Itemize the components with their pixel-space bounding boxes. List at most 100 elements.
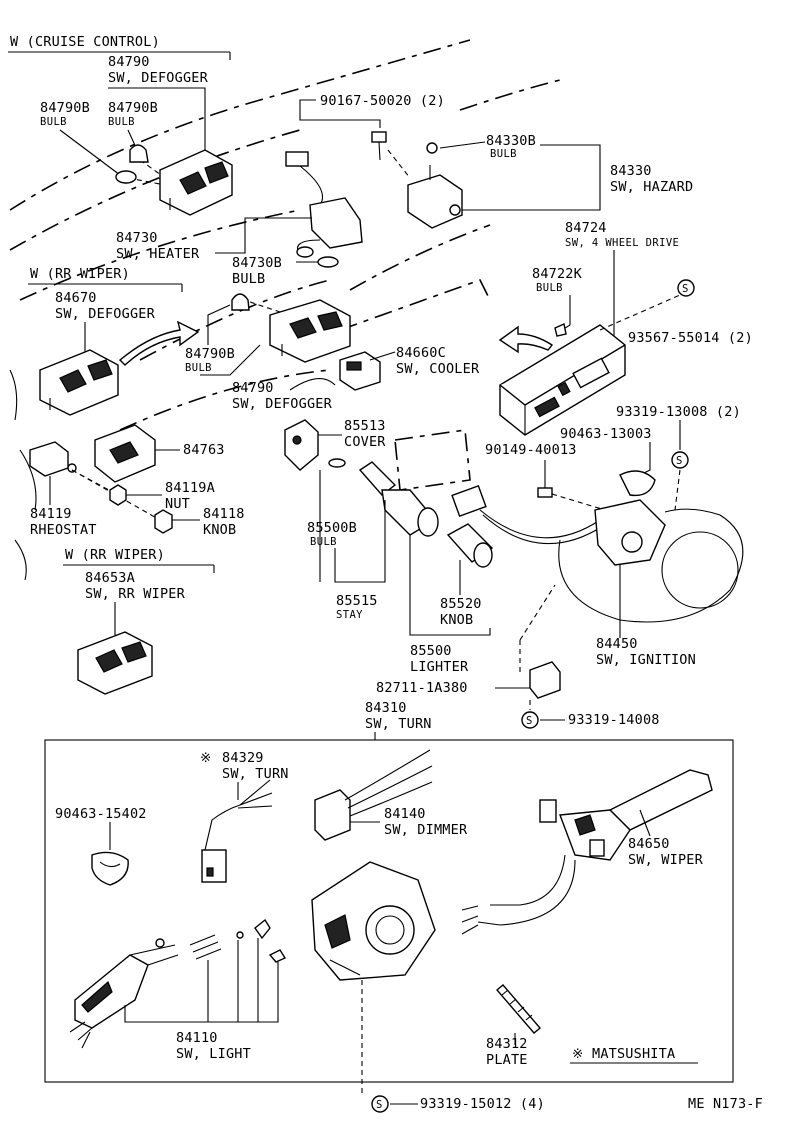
part-84790-switch-top — [159, 149, 233, 216]
label-84790b-c: 84790B — [185, 346, 235, 362]
part-90463-clamp — [619, 470, 656, 497]
label-84329: 84329 — [222, 750, 264, 766]
s-symbol-13008: S — [676, 455, 683, 467]
part-84763-bracket — [94, 424, 156, 483]
label-rheostat: RHEOSTAT — [30, 522, 97, 538]
label-84670-name: SW, DEFOGGER — [55, 306, 156, 322]
label-84119: 84119 — [30, 506, 72, 522]
label-84310-name: SW, TURN — [365, 716, 432, 732]
label-plate: PLATE — [486, 1052, 528, 1068]
label-84650-name: SW, WIPER — [628, 852, 704, 868]
label-matsushita: MATSUSHITA — [592, 1046, 675, 1062]
label-84110-name: SW, LIGHT — [176, 1046, 251, 1062]
label-bulb-84730b: BULB — [232, 271, 265, 287]
label-84790-b: 84790 — [232, 380, 274, 396]
label-bulb-a: BULB — [40, 116, 67, 128]
part-84790b-bulb-c — [231, 293, 250, 311]
arrow-left-panel — [118, 320, 200, 366]
part-85515-stay — [358, 461, 439, 537]
part-84312-plate — [496, 984, 541, 1034]
arrow-right-panel — [498, 325, 554, 354]
label-nut: NUT — [165, 496, 190, 512]
label-90149: 90149-40013 — [485, 442, 577, 458]
part-84110-light-switch — [69, 918, 287, 1049]
part-84329-turn-harness — [201, 779, 273, 883]
label-84310: 84310 — [365, 700, 407, 716]
label-84450-name: SW, IGNITION — [596, 652, 696, 668]
label-bulb-84330b: BULB — [490, 148, 517, 160]
label-85520: 85520 — [440, 596, 482, 612]
label-93319-15012: 93319-15012 (4) — [420, 1096, 545, 1112]
label-93319-14008: 93319-14008 — [568, 712, 660, 728]
asterisk-matsushita: ※ — [572, 1046, 584, 1062]
label-85513: 85513 — [344, 418, 386, 434]
part-84118-knob — [154, 509, 173, 534]
label-84110: 84110 — [176, 1030, 218, 1046]
part-84140-dimmer — [314, 749, 433, 841]
part-84310-turn-switch-body — [311, 861, 436, 981]
label-84119a: 84119A — [165, 480, 215, 496]
part-84730b-bulb — [317, 256, 339, 268]
part-84119-rheostat — [29, 441, 77, 477]
label-84670: 84670 — [55, 290, 97, 306]
combination-switch-box — [44, 739, 734, 1083]
label-84653a: 84653A — [85, 570, 135, 586]
part-84724-4wd-switch — [499, 324, 626, 436]
label-90463-15402: 90463-15402 — [55, 806, 147, 822]
part-84790b-bulb-b — [129, 144, 149, 163]
label-82711: 82711-1A380 — [376, 680, 468, 696]
s-symbol-15012: S — [376, 1099, 383, 1111]
label-84330b: 84330B — [486, 133, 536, 149]
part-90149-screw — [537, 487, 553, 498]
part-84670-switch — [39, 349, 119, 416]
label-84722k: 84722K — [532, 266, 583, 282]
part-90167-screw — [371, 131, 387, 161]
s-mark-93319-15012: S — [371, 1095, 389, 1113]
label-85515: 85515 — [336, 593, 378, 609]
label-85513-cover: COVER — [344, 434, 386, 450]
label-84660c: 84660C — [396, 345, 446, 361]
part-84730-harness — [285, 151, 363, 258]
label-84312: 84312 — [486, 1036, 528, 1052]
part-84653a-switch — [77, 631, 153, 695]
label-bulb-84722k: BULB — [536, 282, 563, 294]
label-85500-lighter: LIGHTER — [410, 659, 469, 675]
label-90463-13003: 90463-13003 — [560, 426, 652, 442]
label-84329-name: SW, TURN — [222, 766, 289, 782]
label-84653a-name: SW, RR WIPER — [85, 586, 186, 602]
label-bulb-85500b: BULB — [310, 536, 337, 548]
label-84790b-a: 84790B — [40, 100, 90, 116]
part-82711-relay — [529, 661, 561, 699]
s-symbol-14008: S — [526, 715, 533, 727]
label-84790-top-name: SW, DEFOGGER — [108, 70, 209, 86]
part-85500b-bulb — [328, 458, 346, 468]
label-84730: 84730 — [116, 230, 158, 246]
part-90463-tie-clamp — [91, 851, 129, 886]
label-w-cruise: W (CRUISE CONTROL) — [10, 34, 160, 50]
part-84790b-bulb-a — [115, 170, 137, 184]
label-93319-13008: 93319-13008 (2) — [616, 404, 741, 420]
label-84730-name: SW, HEATER — [116, 246, 200, 262]
part-84330b-bulb — [426, 142, 438, 154]
label-bulb-b: BULB — [108, 116, 135, 128]
part-84790-switch-mid — [269, 299, 351, 363]
label-84650: 84650 — [628, 836, 670, 852]
s-mark-93319-13008: S — [671, 451, 689, 469]
label-84790-top: 84790 — [108, 54, 150, 70]
label-84790b-b: 84790B — [108, 100, 158, 116]
label-stay: STAY — [336, 609, 363, 621]
label-85500b: 85500B — [307, 520, 357, 536]
part-84450-ignition-harness — [451, 484, 744, 623]
asterisk-84329: ※ — [200, 750, 212, 766]
label-84763: 84763 — [183, 442, 225, 458]
label-85500: 85500 — [410, 643, 452, 659]
label-93567: 93567-55014 (2) — [628, 330, 753, 346]
part-85520-knob — [446, 523, 494, 568]
label-90167: 90167-50020 (2) — [320, 93, 445, 109]
label-84450: 84450 — [596, 636, 638, 652]
reference-code: ME N173-F — [688, 1096, 763, 1112]
label-84140: 84140 — [384, 806, 426, 822]
part-84119a-nut — [109, 484, 127, 506]
label-84724-name: SW, 4 WHEEL DRIVE — [565, 237, 679, 249]
